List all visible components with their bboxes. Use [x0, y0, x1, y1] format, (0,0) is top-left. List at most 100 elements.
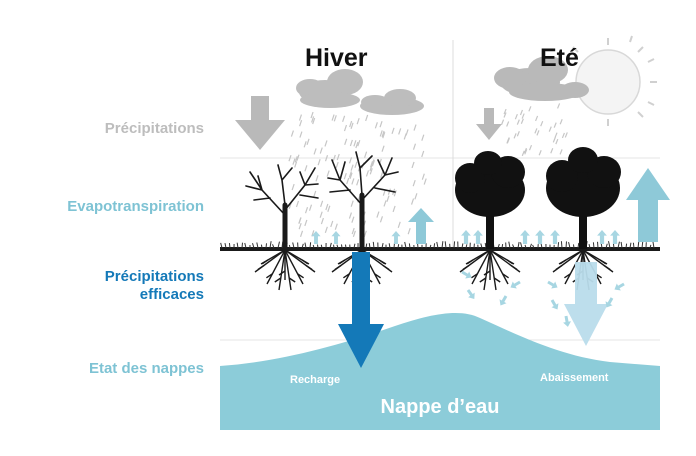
raindrop: [327, 205, 331, 212]
raindrop: [349, 172, 353, 179]
uptake-arrow: [563, 315, 571, 327]
grass-blade: [637, 241, 640, 249]
grass-blade: [588, 243, 591, 249]
raindrop: [365, 170, 370, 177]
grass-blade: [652, 240, 655, 249]
raindrop: [382, 132, 386, 139]
raindrop: [557, 103, 561, 109]
raindrop: [371, 159, 375, 166]
raindrop: [313, 190, 317, 198]
raindrop: [331, 114, 335, 121]
raindrop: [299, 230, 304, 238]
grass-blade: [436, 241, 439, 249]
grass-blade: [625, 243, 628, 249]
raindrop: [513, 133, 517, 139]
grass-blade: [512, 244, 515, 249]
root: [502, 273, 509, 279]
raindrop: [298, 217, 302, 224]
raindrop: [336, 153, 340, 161]
grass-blade: [592, 242, 595, 249]
raindrop: [356, 179, 360, 186]
raindrop: [334, 223, 338, 230]
raindrop: [288, 154, 292, 162]
raindrop: [413, 124, 417, 131]
roots: [254, 249, 614, 291]
raindrop: [364, 151, 368, 158]
grass-blade: [461, 243, 464, 249]
grass-blade: [572, 244, 575, 249]
root: [343, 273, 350, 279]
raindrop: [516, 131, 520, 137]
raindrop: [528, 106, 532, 112]
root: [506, 259, 514, 265]
raindrop: [324, 154, 329, 162]
label-evapotranspiration: Evapotranspiration: [67, 198, 204, 215]
raindrop: [324, 226, 328, 233]
uptake-arrow: [547, 280, 558, 289]
grass-blade: [600, 243, 603, 249]
sun: [572, 35, 657, 126]
grass-blade: [480, 243, 483, 249]
raindrop: [397, 221, 401, 228]
uptake-arrow: [466, 289, 475, 300]
raindrop: [299, 131, 303, 138]
grass-blade: [309, 242, 312, 249]
raindrop: [548, 126, 552, 132]
root: [493, 277, 501, 283]
aquifer-body: [220, 312, 660, 430]
raindrop: [299, 120, 303, 127]
label-precipitations: Précipitations: [104, 120, 204, 137]
raindrop: [391, 127, 395, 135]
raindrop: [303, 141, 307, 148]
raindrop: [365, 114, 369, 122]
grass-blade: [353, 243, 356, 249]
raindrop: [379, 121, 383, 128]
raindrop: [371, 160, 375, 167]
raindrop: [292, 158, 296, 165]
uptake-arrow: [499, 295, 508, 306]
raindrop: [383, 200, 387, 207]
grass-blade: [329, 242, 332, 249]
lowering-label: Abaissement: [540, 372, 609, 384]
root: [471, 249, 491, 285]
grass-blade: [517, 241, 520, 249]
raindrop: [312, 117, 316, 125]
root: [278, 270, 286, 276]
root: [479, 277, 487, 283]
winter-tree-1: [245, 164, 319, 251]
grass-blade: [529, 243, 532, 249]
label-effective-precip-line1: Précipitations: [104, 268, 204, 285]
raindrop: [381, 130, 385, 138]
summer-down-arrow: [564, 262, 608, 346]
raindrop: [320, 200, 324, 207]
raindrop: [295, 200, 300, 208]
small-up-arrow: [610, 230, 620, 244]
raindrop: [313, 148, 317, 155]
raindrop: [304, 165, 308, 172]
grass-blade: [524, 244, 527, 249]
grass-blade: [444, 241, 447, 249]
grass-blade: [641, 241, 644, 249]
winter-title: Hiver: [305, 44, 368, 72]
root: [266, 249, 286, 285]
raindrop: [348, 157, 353, 164]
root: [466, 259, 474, 265]
raindrop: [369, 161, 374, 168]
raindrop: [553, 122, 557, 128]
small-up-arrow: [331, 231, 341, 244]
grass-blade: [368, 243, 371, 249]
root: [555, 264, 563, 270]
raindrop: [348, 171, 352, 178]
raindrop: [523, 147, 528, 154]
grass-blade: [236, 242, 239, 249]
grass-blade: [501, 243, 504, 249]
raindrop: [294, 156, 298, 163]
grass-blade: [260, 244, 263, 249]
raindrop: [350, 122, 354, 130]
root: [338, 259, 346, 265]
aquifer-title: Nappe d’eau: [380, 396, 500, 418]
grass-blade: [453, 241, 456, 249]
raindrop: [538, 150, 542, 156]
